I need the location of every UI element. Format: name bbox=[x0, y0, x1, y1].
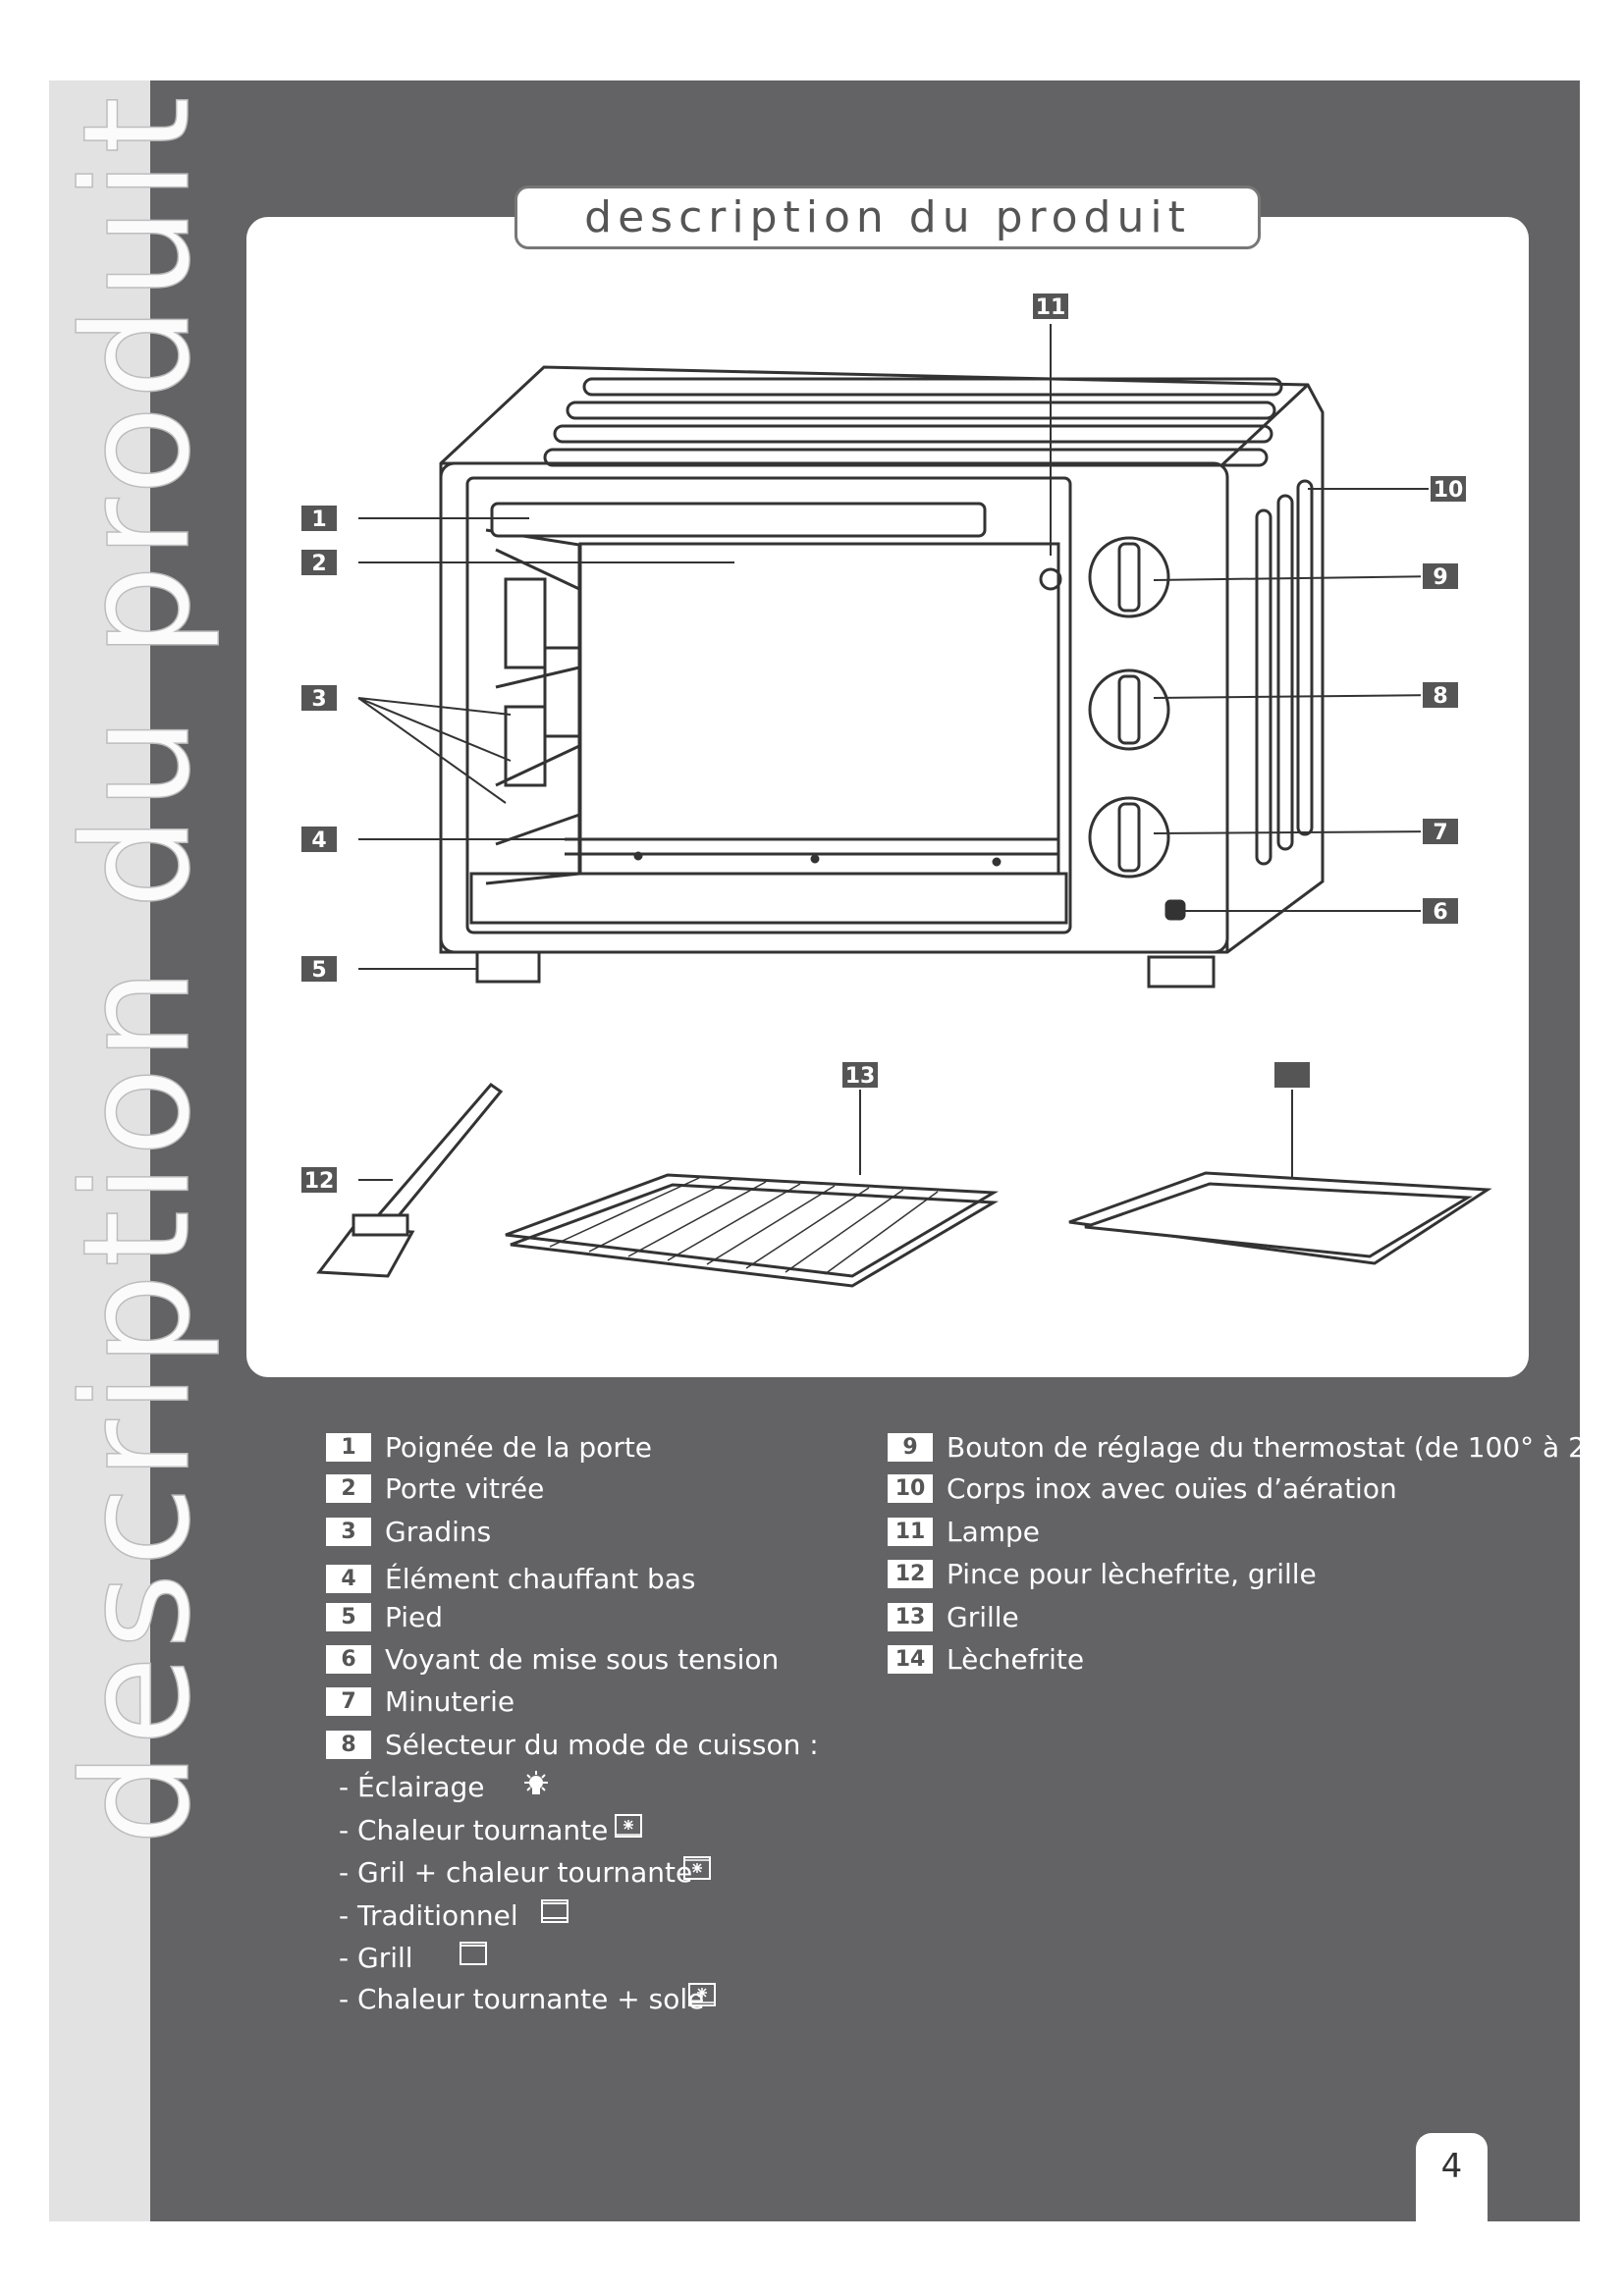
mode-item: - Traditionnel bbox=[339, 1897, 518, 1933]
legend-label: Sélecteur du mode de cuisson : bbox=[385, 1728, 819, 1761]
callout-13: 13 bbox=[840, 1060, 880, 1090]
power-light bbox=[1164, 899, 1186, 921]
legend-number: 10 bbox=[888, 1473, 933, 1503]
legend-number: 13 bbox=[888, 1602, 933, 1631]
legend-number: 12 bbox=[888, 1559, 933, 1588]
legend-label: Pince pour lèchefrite, grille bbox=[947, 1557, 1317, 1590]
legend-item: 1 Poignée de la porte bbox=[326, 1429, 652, 1465]
mode-label: - Gril + chaleur tournante bbox=[339, 1855, 693, 1889]
callout-1: 1 bbox=[299, 504, 339, 533]
callout-6: 6 bbox=[1421, 896, 1460, 926]
callout-8: 8 bbox=[1421, 680, 1460, 710]
foot bbox=[475, 950, 541, 984]
door-handle bbox=[490, 502, 987, 538]
fan-icon bbox=[615, 1814, 642, 1838]
callout-5: 5 bbox=[299, 954, 339, 984]
side-strip bbox=[49, 80, 150, 2221]
legend-item: 7 Minuterie bbox=[326, 1683, 514, 1719]
top-bottom-heat-icon bbox=[541, 1899, 568, 1923]
tongs-accessory bbox=[316, 1082, 504, 1278]
callout-9: 9 bbox=[1421, 561, 1460, 591]
legend-number: 14 bbox=[888, 1644, 933, 1674]
legend-item: 13 Grille bbox=[888, 1599, 1019, 1634]
legend-label: Lèchefrite bbox=[947, 1642, 1085, 1676]
mode-item: - Chaleur tournante bbox=[339, 1812, 608, 1847]
legend-label: Minuterie bbox=[385, 1684, 515, 1718]
legend-item: 2 Porte vitrée bbox=[326, 1470, 544, 1506]
foot bbox=[1147, 955, 1216, 988]
mode-label: - Chaleur tournante + sole bbox=[339, 1982, 705, 2015]
leader-lines bbox=[357, 324, 1448, 1198]
mode-label: - Éclairage bbox=[339, 1770, 485, 1803]
page-number: 4 bbox=[1416, 2133, 1488, 2226]
legend-label: Grille bbox=[947, 1600, 1019, 1633]
top-ridges bbox=[543, 377, 1283, 467]
grill-icon bbox=[460, 1942, 487, 1965]
grill-fan-icon bbox=[683, 1856, 711, 1880]
legend-number: 7 bbox=[326, 1686, 371, 1716]
callout-11: 11 bbox=[1031, 292, 1070, 321]
mode-item: - Chaleur tournante + sole bbox=[339, 1981, 704, 2016]
grill-rack-accessory bbox=[505, 1173, 1000, 1288]
legend-label: Lampe bbox=[947, 1515, 1041, 1548]
callout-4: 4 bbox=[299, 825, 339, 854]
callout-10: 10 bbox=[1429, 474, 1468, 504]
legend-item: 4 Élément chauffant bas bbox=[326, 1561, 695, 1596]
legend-label: Élément chauffant bas bbox=[385, 1562, 696, 1595]
legend-number: 5 bbox=[326, 1602, 371, 1631]
fan-bottom-heat-icon bbox=[688, 1983, 716, 2006]
legend-item: 12 Pince pour lèchefrite, grille bbox=[888, 1556, 1317, 1591]
mode-item: - Gril + chaleur tournante bbox=[339, 1854, 692, 1890]
mode-item: - Grill bbox=[339, 1940, 413, 1975]
callout-12: 12 bbox=[299, 1165, 339, 1195]
mode-label: - Grill bbox=[339, 1941, 413, 1974]
legend-number: 3 bbox=[326, 1517, 371, 1546]
callout-2: 2 bbox=[299, 548, 339, 577]
legend-number: 1 bbox=[326, 1432, 371, 1462]
legend-label: Porte vitrée bbox=[385, 1471, 545, 1505]
legend-item: 6 Voyant de mise sous tension bbox=[326, 1641, 779, 1677]
mode-item: - Éclairage bbox=[339, 1769, 484, 1804]
callout-3: 3 bbox=[299, 683, 339, 713]
legend-label: Voyant de mise sous tension bbox=[385, 1642, 780, 1676]
legend-number: 2 bbox=[326, 1473, 371, 1503]
legend-number: 11 bbox=[888, 1517, 933, 1546]
legend-item: 3 Gradins bbox=[326, 1514, 491, 1549]
legend-label: Poignée de la porte bbox=[385, 1430, 653, 1464]
legend-item: 9 Bouton de réglage du thermostat (de 100… bbox=[888, 1429, 1624, 1465]
light-bulb-icon bbox=[524, 1771, 548, 1794]
callout-7: 7 bbox=[1421, 817, 1460, 846]
mode-label: - Traditionnel bbox=[339, 1898, 518, 1932]
legend-number: 6 bbox=[326, 1644, 371, 1674]
legend-item: 5 Pied bbox=[326, 1599, 443, 1634]
legend-label: Pied bbox=[385, 1600, 444, 1633]
callout-14 bbox=[1272, 1060, 1312, 1090]
legend-item: 10 Corps inox avec ouïes d’aération bbox=[888, 1470, 1397, 1506]
section-title: description du produit bbox=[514, 186, 1261, 249]
legend-item: 11 Lampe bbox=[888, 1514, 1040, 1549]
legend-label: Gradins bbox=[385, 1515, 492, 1548]
legend-number: 4 bbox=[326, 1564, 371, 1593]
legend-item: 8 Sélecteur du mode de cuisson : bbox=[326, 1727, 819, 1762]
lamp bbox=[1039, 567, 1062, 591]
legend-item: 14 Lèchefrite bbox=[888, 1641, 1084, 1677]
drip-tray-accessory bbox=[1068, 1171, 1492, 1265]
mode-label: - Chaleur tournante bbox=[339, 1813, 609, 1846]
side-vents bbox=[1255, 479, 1314, 866]
legend-label: Corps inox avec ouïes d’aération bbox=[947, 1471, 1397, 1505]
legend-number: 8 bbox=[326, 1730, 371, 1759]
legend-number: 9 bbox=[888, 1432, 933, 1462]
control-knobs bbox=[1088, 536, 1170, 879]
legend-label: Bouton de réglage du thermostat (de 100°… bbox=[947, 1430, 1624, 1464]
